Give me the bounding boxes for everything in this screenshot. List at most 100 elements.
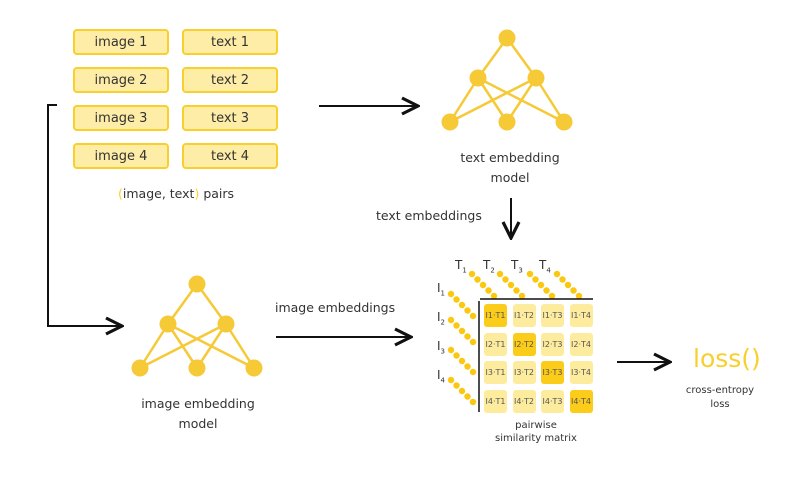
network-edge [449, 76, 537, 124]
matrix-cell: I4·T2 [512, 389, 536, 413]
embedding-dot [447, 290, 455, 298]
image-pair-box: image 3 [73, 105, 169, 131]
network-node [188, 359, 206, 377]
matrix-cell: I4·T1 [484, 389, 507, 413]
network-edge [195, 323, 228, 369]
embedding-dot [564, 281, 572, 289]
network-edge [138, 323, 170, 369]
embedding-dot [453, 352, 460, 359]
embedding-dot [548, 292, 556, 300]
caption-tail: pairs [199, 186, 235, 201]
matrix-cell: I2·T3 [541, 332, 564, 356]
embedding-dot [447, 346, 455, 354]
embedding-dot [464, 307, 471, 314]
embedding-dot [447, 316, 455, 324]
pair-label: image 3 [94, 110, 148, 126]
embedding-dot [453, 296, 460, 303]
embedding-dot [543, 287, 550, 294]
pair-label: image 1 [94, 34, 148, 50]
matrix-cell: I4·T3 [541, 389, 564, 413]
network-node [527, 69, 545, 87]
embedding-dot [537, 281, 545, 289]
network-edge [534, 77, 566, 123]
text-pair-box: text 4 [182, 143, 278, 169]
embedding-dot [464, 333, 471, 340]
pairs-caption: (image, text) pairs [118, 186, 234, 201]
pair-label: text 2 [210, 72, 250, 88]
pair-label: text 1 [210, 34, 250, 50]
network-node [469, 69, 487, 87]
network-node [217, 315, 235, 333]
image-embeddings-label: image embeddings [275, 300, 396, 315]
embedding-dot [575, 292, 583, 300]
embedding-dot [553, 270, 561, 278]
label-line: loss [710, 399, 730, 410]
matrix-row-header: I2 [437, 310, 446, 327]
pair-label: text 3 [210, 110, 250, 126]
embedding-dot [458, 327, 466, 335]
text-pair-box: text 1 [182, 29, 278, 55]
pair-label: image 4 [94, 148, 148, 164]
embedding-dot [490, 292, 498, 300]
matrix-cell: I3·T3 [541, 361, 564, 384]
embedding-dots [447, 270, 583, 406]
embedding-dot [532, 276, 539, 283]
text-embeddings-label: text embeddings [376, 208, 482, 223]
embedding-dot [458, 357, 466, 365]
embedding-dot [469, 312, 477, 320]
label-line: image embedding [141, 396, 255, 411]
network-node [498, 113, 516, 131]
embedding-dot [559, 276, 566, 283]
text-model-label: text embedding model [440, 150, 580, 185]
matrix-cell: I1·T3 [541, 304, 564, 327]
embedding-dot [469, 398, 477, 406]
label-line: text embedding [460, 150, 560, 165]
embedding-dot [469, 338, 477, 346]
embedding-dot [464, 363, 471, 370]
network-node [245, 359, 263, 377]
embedding-dot [458, 387, 466, 395]
matrix-cell: I2·T2 [512, 332, 536, 356]
matrix-row-header: I1 [437, 281, 446, 298]
embedding-dot [526, 270, 534, 278]
matrix-col-header: T2 [483, 258, 495, 275]
image-pair-box: image 2 [73, 67, 169, 93]
embedding-dot [458, 301, 466, 309]
embedding-dot [453, 322, 460, 329]
network-edge [448, 77, 480, 123]
image-pair-box: image 1 [73, 29, 169, 55]
embedding-dot [513, 287, 520, 294]
matrix-cell: I1·T4 [569, 304, 593, 327]
loss-title: loss() [693, 344, 761, 373]
network-node [159, 315, 177, 333]
embedding-dot [479, 281, 487, 289]
embedding-dot [485, 287, 492, 294]
matrix-cell: I1·T2 [512, 304, 536, 327]
matrix-cell: I1·T1 [484, 304, 507, 327]
embedding-dot [474, 276, 481, 283]
embedding-dot [496, 270, 504, 278]
matrix-cell: I2·T4 [569, 332, 593, 356]
pair-label: text 4 [210, 148, 250, 164]
embedding-dot [464, 393, 471, 400]
text-model-network-icon [441, 29, 573, 131]
embedding-dot [469, 368, 477, 376]
network-node [441, 113, 459, 131]
matrix-cell: I3·T1 [484, 361, 507, 384]
caption-bracket: ( [118, 186, 123, 201]
matrix-cell: I4·T4 [569, 389, 593, 413]
matrix-col-header: T3 [511, 258, 523, 275]
embedding-dot [447, 376, 455, 384]
pair-label: image 2 [94, 72, 148, 88]
matrix-cell: I2·T1 [484, 332, 507, 356]
matrix-cell: I3·T2 [512, 361, 536, 384]
label-line: model [490, 170, 530, 185]
embedding-dot [507, 281, 515, 289]
matrix-cell: I3·T4 [569, 361, 593, 384]
text-pair-box: text 2 [182, 67, 278, 93]
label-line: pairwise [515, 420, 557, 431]
image-pair-box: image 4 [73, 143, 169, 169]
